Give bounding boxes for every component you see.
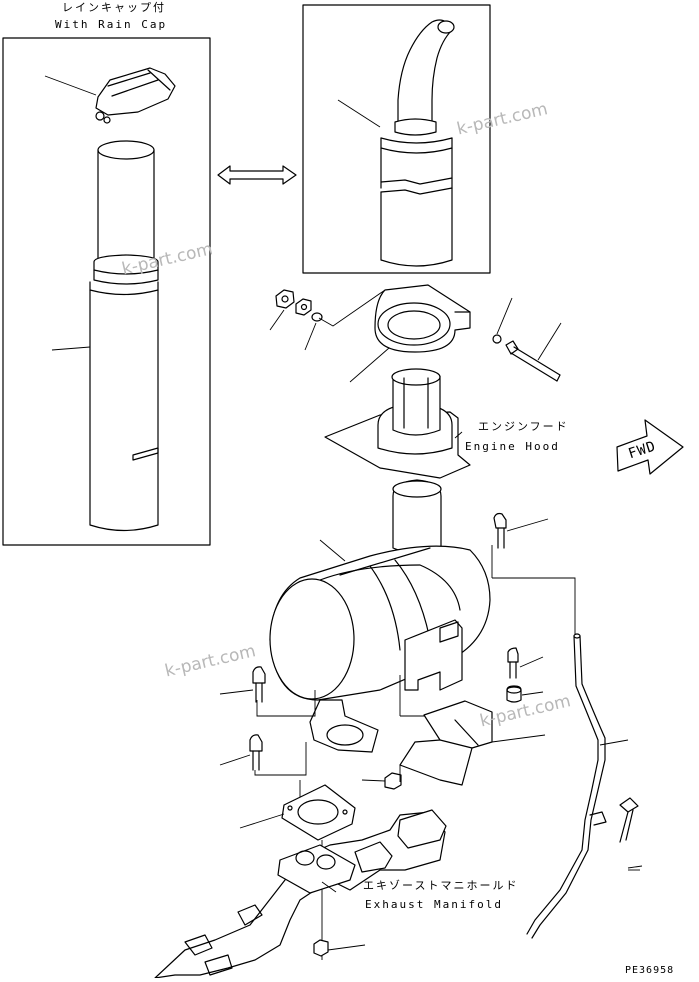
- leader-line: [327, 944, 366, 951]
- part-code: PE36958: [625, 965, 675, 976]
- washer: [492, 334, 502, 344]
- curved-tail-pipe: [394, 19, 455, 136]
- leader-line: [496, 297, 513, 335]
- rain-cap-label-en: With Rain Cap: [55, 18, 168, 31]
- pipe-clamp: [374, 284, 471, 353]
- drain-tube: [526, 633, 607, 939]
- bolt: [619, 797, 639, 843]
- leader-line: [337, 99, 381, 128]
- leader-line: [219, 689, 254, 695]
- leader-line: [321, 881, 337, 893]
- support-bracket: [399, 700, 493, 786]
- leader-line: [627, 865, 643, 869]
- tail-pipe-short: [93, 140, 159, 285]
- leader-line: [51, 346, 91, 351]
- leader-line: [537, 322, 562, 361]
- nut: [313, 939, 329, 957]
- reference-line: [492, 577, 576, 636]
- bolt: [493, 512, 507, 549]
- rain-cap-inset-box: [2, 37, 211, 546]
- fwd-arrow-icon: [616, 419, 684, 475]
- leader-line: [219, 754, 251, 766]
- leader-line: [304, 322, 317, 351]
- nut: [275, 289, 295, 309]
- exhaust-pipe-upper: [380, 137, 453, 267]
- engine-hood-label-jp: エンジンフード: [478, 420, 569, 433]
- leader-line: [349, 347, 390, 383]
- nut: [295, 298, 312, 316]
- rain-cap: [95, 67, 176, 124]
- muffler-inlet-flange: [309, 699, 379, 753]
- exhaust-manifold-label-en: Exhaust Manifold: [365, 898, 503, 911]
- rain-cap-label-jp: レインキャップ付: [62, 1, 166, 14]
- muffler-outlet: [392, 479, 442, 554]
- leader-line: [491, 734, 546, 743]
- bolt: [507, 647, 519, 679]
- reference-line: [256, 690, 316, 717]
- reference-line: [254, 742, 307, 776]
- leader-line: [239, 813, 285, 829]
- leader-line: [454, 431, 463, 439]
- nut: [384, 772, 402, 790]
- leader-line: [319, 539, 346, 562]
- leader-line: [361, 779, 386, 782]
- exhaust-manifold: [154, 809, 447, 979]
- collar: [506, 685, 522, 703]
- double-arrow-icon: [217, 165, 297, 185]
- engine-hood: [324, 368, 471, 479]
- bolt: [252, 666, 266, 703]
- curved-stack-inset-box: [302, 4, 491, 274]
- leader-line: [521, 691, 544, 696]
- bolt: [249, 734, 263, 771]
- leader-line: [318, 289, 386, 327]
- muffler-bracket: [404, 619, 463, 691]
- engine-hood-label-en: Engine Hood: [465, 440, 560, 453]
- clamp-bolt: [505, 340, 561, 382]
- leader-line: [599, 739, 629, 746]
- leader-line: [506, 518, 549, 532]
- gasket: [281, 784, 356, 841]
- leader-line: [519, 656, 544, 668]
- washer: [311, 312, 323, 322]
- leader-line: [44, 75, 97, 96]
- exhaust-manifold-label-jp: エキゾーストマニホールド: [363, 879, 519, 892]
- extension-pipe: [89, 281, 159, 532]
- leader-line: [269, 309, 285, 331]
